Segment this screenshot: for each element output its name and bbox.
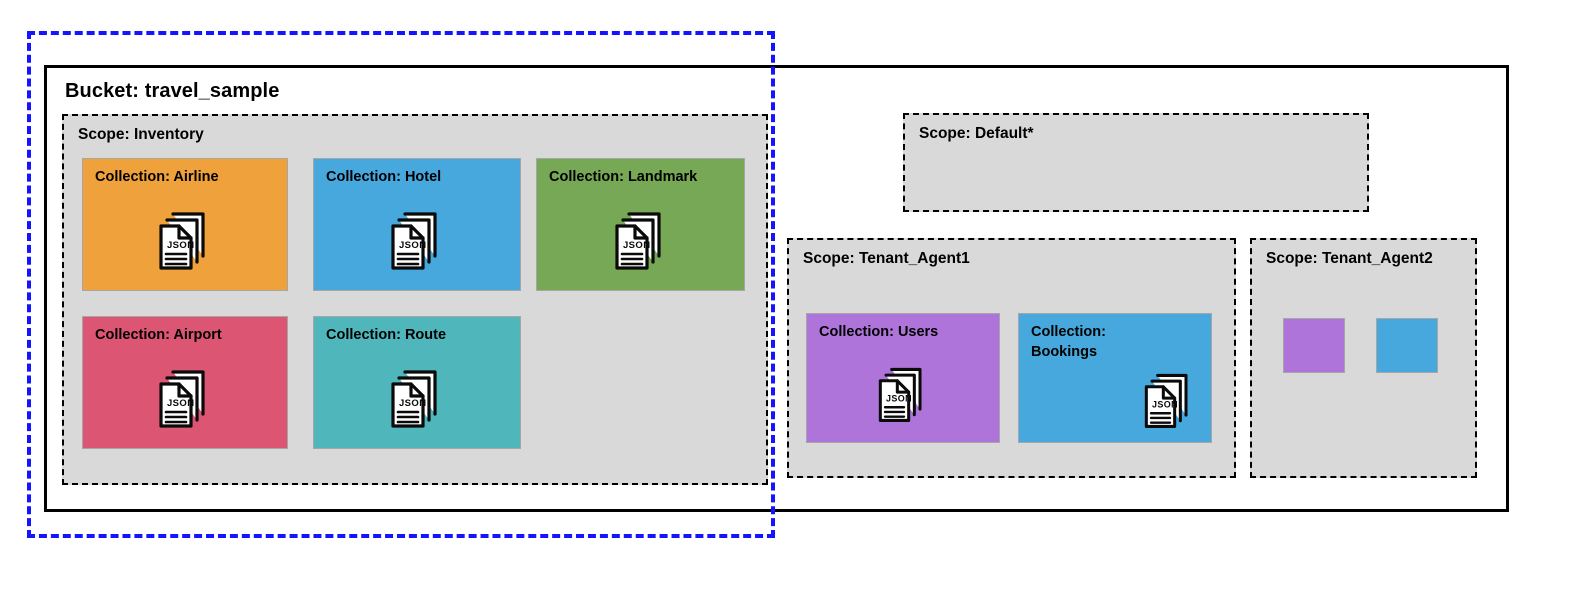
json-documents-icon: JSON <box>605 204 677 276</box>
svg-text:JSON: JSON <box>167 398 194 409</box>
collection-card-bookings[interactable]: Collection: Bookings JSON <box>1018 313 1212 443</box>
collection-card-airline[interactable]: Collection: Airline JSON <box>82 158 288 291</box>
collection-card-users[interactable]: Collection: Users JSON <box>806 313 1000 443</box>
collection-label-route: Collection: Route <box>326 327 447 343</box>
svg-text:JSON: JSON <box>623 240 650 251</box>
json-documents-icon: JSON <box>381 362 453 434</box>
scope-default[interactable]: Scope: Default* <box>903 113 1369 212</box>
json-documents-icon: JSON <box>1135 366 1203 434</box>
scope-tenant-agent1-title: Scope: Tenant_Agent1 <box>803 250 970 267</box>
svg-text:JSON: JSON <box>1152 400 1178 410</box>
svg-text:JSON: JSON <box>399 398 426 409</box>
scope-default-title: Scope: Default* <box>919 125 1034 142</box>
collection-card-landmark[interactable]: Collection: Landmark JSON <box>536 158 745 291</box>
collection-swatch-blue[interactable] <box>1376 318 1438 373</box>
collection-card-hotel[interactable]: Collection: Hotel JSON <box>313 158 521 291</box>
svg-text:JSON: JSON <box>886 394 912 404</box>
collection-swatch-purple[interactable] <box>1283 318 1345 373</box>
collection-label-bookings: Collection: Bookings <box>1031 324 1106 360</box>
collection-card-route[interactable]: Collection: Route JSON <box>313 316 521 449</box>
json-documents-icon: JSON <box>869 360 937 428</box>
collection-label-users: Collection: Users <box>819 324 939 340</box>
scope-tenant-agent2-title: Scope: Tenant_Agent2 <box>1266 250 1433 267</box>
scope-inventory-title: Scope: Inventory <box>78 126 204 143</box>
json-documents-icon: JSON <box>149 204 221 276</box>
json-documents-icon: JSON <box>149 362 221 434</box>
collection-label-landmark: Collection: Landmark <box>549 169 698 185</box>
json-documents-icon: JSON <box>381 204 453 276</box>
bucket-title: Bucket: travel_sample <box>65 80 280 102</box>
collection-label-airport: Collection: Airport <box>95 327 222 343</box>
collection-card-airport[interactable]: Collection: Airport JSON <box>82 316 288 449</box>
collection-label-hotel: Collection: Hotel <box>326 169 442 185</box>
svg-text:JSON: JSON <box>167 240 194 251</box>
collection-label-airline: Collection: Airline <box>95 169 219 185</box>
svg-text:JSON: JSON <box>399 240 426 251</box>
